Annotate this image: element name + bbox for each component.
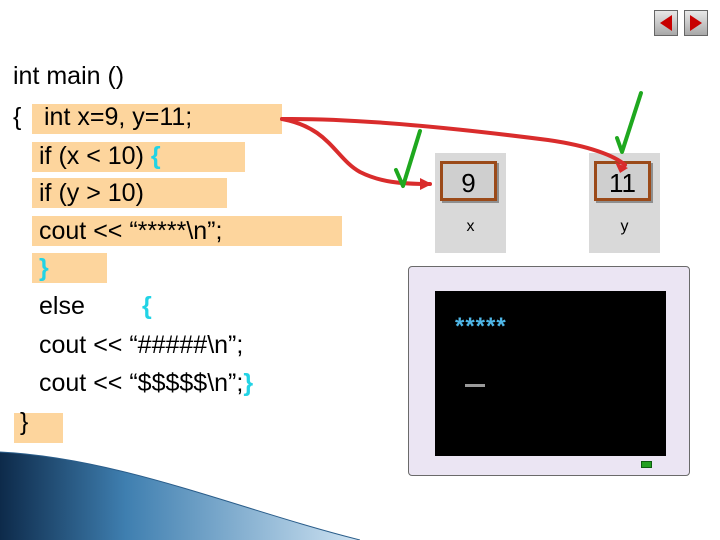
- code-brace-open: {: [13, 103, 22, 131]
- code-line-5: cout << “*****\n”;: [39, 217, 223, 245]
- code-line-3-brace: {: [150, 142, 161, 170]
- highlight-line-2: [32, 104, 282, 134]
- highlight-line-3: [32, 142, 245, 172]
- code-line-9: cout << “$$$$$\n”;}: [39, 371, 253, 396]
- code-line-7-brace: {: [142, 292, 152, 320]
- highlight-line-4: [32, 178, 227, 208]
- arrow-line-2-to-y: [280, 116, 627, 167]
- previous-slide-button[interactable]: [654, 10, 678, 36]
- code-line-1: int main (): [13, 62, 125, 90]
- highlight-line-5: [32, 216, 342, 246]
- power-indicator: [641, 461, 652, 468]
- check-mark-y: [615, 91, 643, 154]
- code-line-4: if (y > 10): [39, 179, 144, 207]
- code-line-7: else: [39, 292, 85, 320]
- highlight-line-6: [32, 253, 107, 283]
- variable-x-value: 9: [461, 168, 476, 198]
- code-line-9-text: cout << “$$$$$\n”;: [39, 369, 244, 397]
- monitor-screen: *****: [435, 291, 666, 456]
- highlight-line-10: [14, 413, 63, 443]
- triangle-right-icon: [690, 15, 702, 31]
- next-slide-button[interactable]: [684, 10, 708, 36]
- arrow-head-x: [420, 178, 432, 190]
- arrow-head-y: [615, 162, 628, 173]
- triangle-left-icon: [660, 15, 672, 31]
- code-line-3: if (x < 10) {: [39, 144, 161, 169]
- code-brace-close: }: [20, 408, 29, 436]
- code-line-6-brace: }: [39, 254, 49, 282]
- variable-x-value-frame: 9: [440, 161, 497, 201]
- variable-x-name: x: [466, 218, 475, 235]
- code-line-2: int x=9, y=11;: [44, 103, 193, 131]
- decorative-swoosh: [0, 451, 360, 540]
- code-line-3-text: if (x < 10): [39, 142, 151, 170]
- variable-y-value: 11: [609, 168, 636, 198]
- code-line-9-brace: }: [243, 369, 254, 397]
- variable-x-box: 9 x: [435, 153, 506, 253]
- output-monitor: *****: [408, 266, 690, 476]
- variable-y-name: y: [620, 218, 629, 235]
- check-mark-x: [394, 129, 422, 188]
- text-cursor: [465, 384, 485, 387]
- code-line-8: cout << “#####\n”;: [39, 331, 244, 359]
- console-output: *****: [455, 313, 507, 340]
